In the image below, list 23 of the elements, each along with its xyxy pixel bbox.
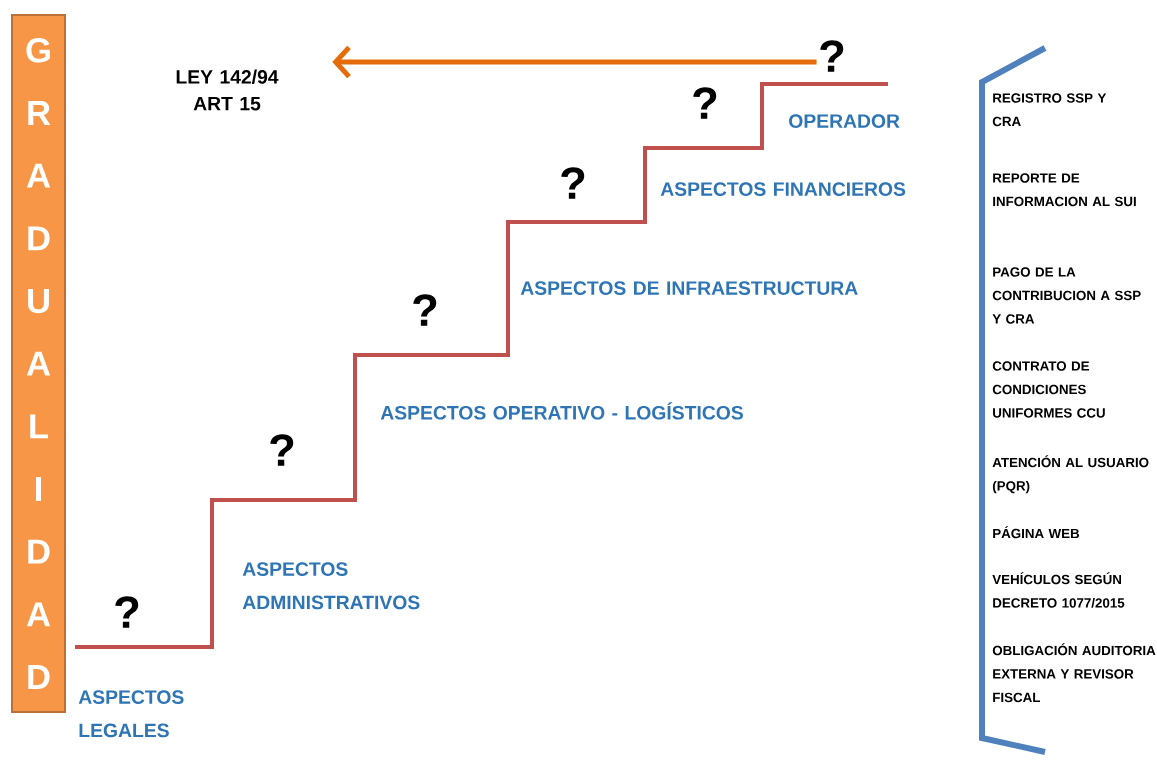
list-item: CONTRATO DE CONDICIONES UNIFORMES CCU <box>992 361 1105 418</box>
list-item: REPORTE DE INFORMACION AL SUI <box>993 173 1136 207</box>
step-label: ASPECTOS FINANCIEROS <box>660 182 906 196</box>
question-mark: ? <box>115 596 139 628</box>
list-item: ATENCIÓN AL USUARIO (PQR) <box>992 455 1149 494</box>
step-label: ASPECTOS LEGALES <box>78 690 184 738</box>
question-mark: ? <box>561 167 585 199</box>
list-item: OBLIGACIÓN AUDITORIA EXTERNA Y REVISOR FISCAL <box>992 643 1156 703</box>
question-mark: ? <box>270 434 294 466</box>
list-item: REGISTRO SSP Y CRA <box>992 93 1107 127</box>
step-label: OPERADOR <box>789 114 900 128</box>
list-item: VEHÍCULOS SEGÚN DECRETO 1077/2015 <box>992 572 1125 608</box>
vertical-title-box: GRADUALIDAD <box>11 14 66 713</box>
question-mark: ? <box>693 87 717 119</box>
step-label: ASPECTOS DE INFRAESTRUCTURA <box>520 281 858 295</box>
question-mark: ? <box>820 40 844 72</box>
list-item: PAGO DE LA CONTRIBUCION A SSP Y CRA <box>992 267 1141 324</box>
law-reference: LEY 142/94 ART 15 <box>176 69 279 111</box>
list-item: PÁGINA WEB <box>993 526 1080 539</box>
step-label: ASPECTOS OPERATIVO - LOGÍSTICOS <box>380 402 743 420</box>
step-label: ASPECTOS ADMINISTRATIVOS <box>242 562 420 610</box>
arrow <box>332 45 817 79</box>
question-mark: ? <box>413 294 437 326</box>
